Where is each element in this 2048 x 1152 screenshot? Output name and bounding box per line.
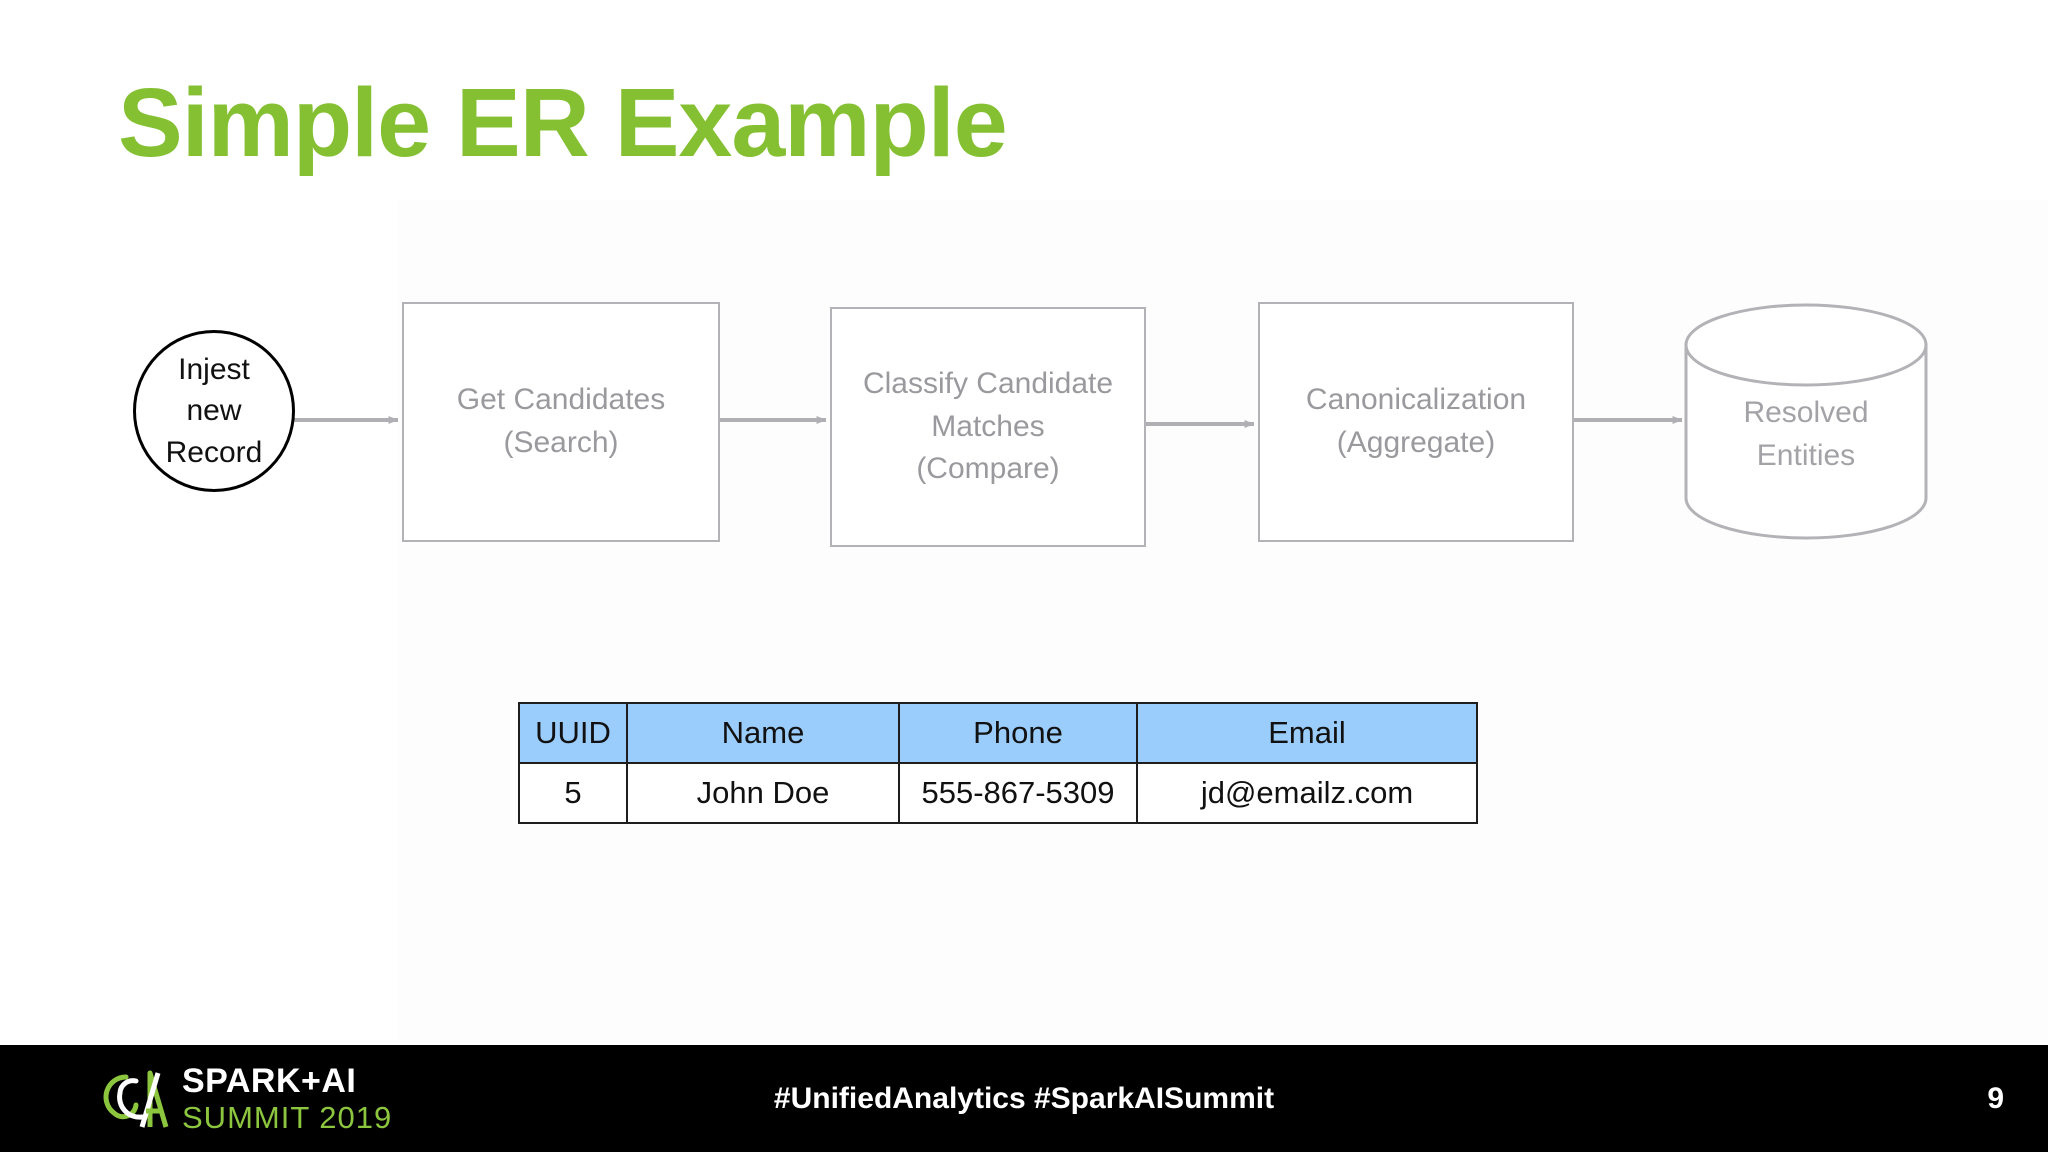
footer-bar: SPARK+AI SUMMIT 2019 #UnifiedAnalytics #… <box>0 1045 2048 1152</box>
page-number: 9 <box>1987 1081 2004 1115</box>
cell-name: John Doe <box>626 762 900 824</box>
table-header-uuid: UUID <box>518 702 628 764</box>
table-header-row: UUID Name Phone Email <box>518 702 1478 764</box>
logo-line-spark-ai: SPARK+AI <box>182 1061 357 1100</box>
cell-phone: 555-867-5309 <box>898 762 1138 824</box>
node-injest-new-record[interactable] <box>133 330 295 492</box>
cell-email: jd@emailz.com <box>1136 762 1478 824</box>
logo-wordmark: SPARK+AI SUMMIT 2019 <box>182 1064 392 1133</box>
table-header-email: Email <box>1136 702 1478 764</box>
table-row: 5 John Doe 555-867-5309 jd@emailz.com <box>518 762 1478 824</box>
spark-ai-summit-spiral-logo-icon <box>103 1070 169 1128</box>
logo-line-summit-2019: SUMMIT 2019 <box>182 1099 393 1135</box>
flow-arrows <box>290 416 1683 428</box>
cell-uuid: 5 <box>518 762 628 824</box>
footer-hashtags: #UnifiedAnalytics #SparkAISummit <box>773 1081 1275 1115</box>
node-resolved-entities-shape <box>1684 303 1928 540</box>
table-header-phone: Phone <box>898 702 1138 764</box>
node-classify-candidate-matches[interactable] <box>830 307 1146 547</box>
node-canonicalization[interactable] <box>1258 302 1574 542</box>
spark-ai-summit-logo: SPARK+AI SUMMIT 2019 <box>96 1063 392 1133</box>
table-header-name: Name <box>626 702 900 764</box>
page-title: Simple ER Example <box>118 68 1008 177</box>
node-get-candidates[interactable] <box>402 302 720 542</box>
record-table: UUID Name Phone Email 5 John Doe 555-867… <box>518 702 1478 824</box>
